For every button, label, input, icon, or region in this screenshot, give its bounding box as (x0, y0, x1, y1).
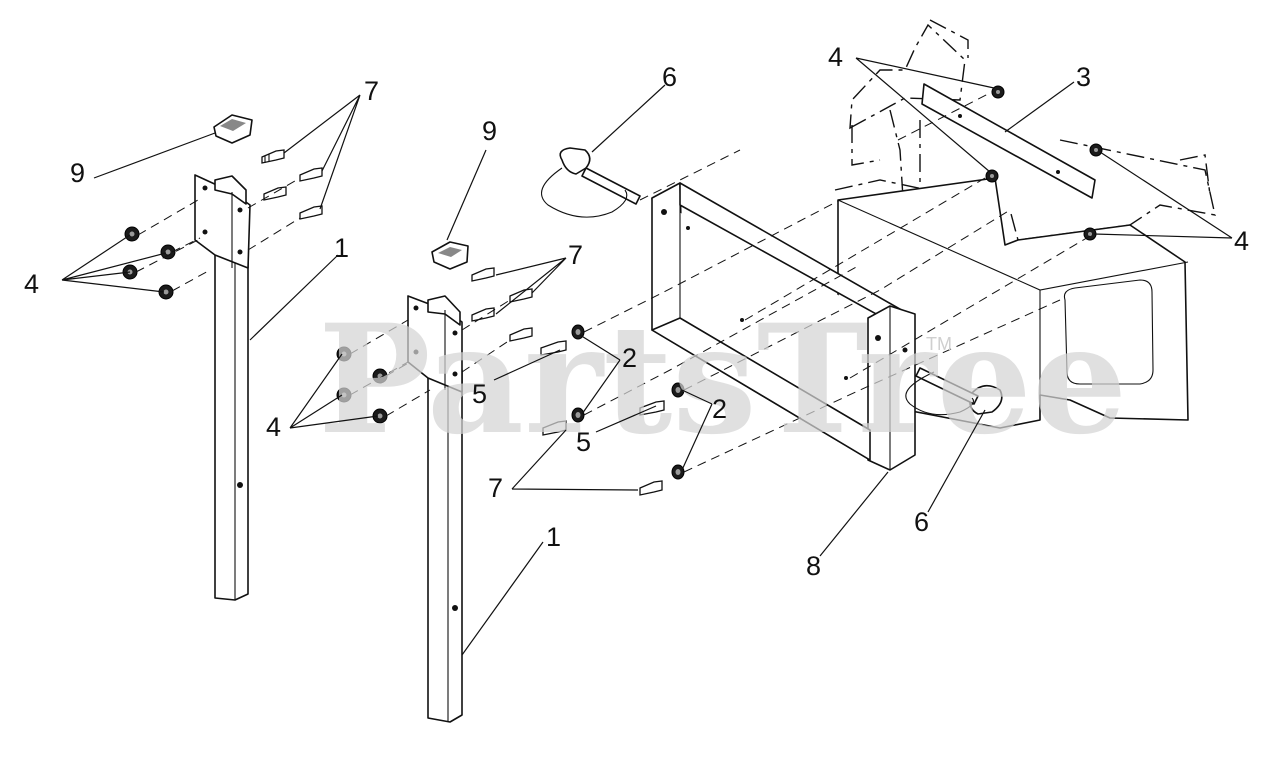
callout-9-left: 9 (70, 158, 85, 188)
bolt (471, 307, 495, 322)
callout-8: 8 (806, 551, 821, 581)
callout-6-upper: 6 (662, 62, 677, 92)
nut (991, 85, 1005, 99)
leader-lines (61, 57, 1233, 656)
weight-box (837, 177, 1189, 429)
nut (124, 226, 140, 242)
assembly-lines (135, 91, 1091, 473)
callout-1-center: 1 (546, 522, 561, 552)
watermark-tm: TM (926, 334, 952, 354)
bolt (261, 149, 285, 164)
callouts: 9 7 4 1 9 7 4 5 2 5 2 7 1 6 4 3 4 6 8 (24, 42, 1249, 581)
hitch-pin-lower (905, 367, 1003, 416)
washer (671, 382, 685, 398)
nut (336, 346, 352, 362)
nut (336, 387, 352, 403)
hitch-frame (651, 182, 916, 471)
nut (1089, 143, 1103, 157)
bolts (261, 149, 665, 496)
watermark: PartsTree TM (318, 292, 1127, 468)
center-post-assembly (407, 295, 463, 723)
callout-5-lower: 5 (576, 427, 591, 457)
flat-bar (921, 83, 1096, 199)
callout-9-center: 9 (482, 116, 497, 146)
nut (1083, 227, 1097, 241)
callout-3: 3 (1076, 62, 1091, 92)
callout-6-lower: 6 (914, 507, 929, 537)
callout-2-upper: 2 (622, 343, 637, 373)
callout-2-lower: 2 (712, 394, 727, 424)
left-post-assembly (194, 174, 251, 601)
bolt (540, 340, 567, 356)
nut (372, 408, 388, 424)
center-post-cap (431, 241, 469, 270)
callout-1-left: 1 (334, 233, 349, 263)
bolt (471, 267, 495, 282)
callout-7-left: 7 (364, 76, 379, 106)
callout-7-center: 7 (568, 240, 583, 270)
bolt (509, 327, 533, 342)
nuts (122, 85, 1103, 424)
nut (160, 244, 176, 260)
watermark-text: PartsTree (318, 292, 1127, 468)
bolt (263, 186, 287, 201)
callout-7-lower: 7 (488, 473, 503, 503)
callout-4-top: 4 (828, 42, 843, 72)
bolt (639, 480, 663, 496)
callout-5-upper: 5 (472, 379, 487, 409)
bolt (299, 205, 323, 220)
nut (985, 169, 999, 183)
callout-4-left: 4 (24, 269, 39, 299)
bolt (299, 167, 323, 182)
left-post-cap (213, 114, 253, 144)
callout-4-center: 4 (266, 412, 281, 442)
callout-4-right: 4 (1234, 226, 1249, 256)
hitch-pin-upper (540, 147, 641, 218)
